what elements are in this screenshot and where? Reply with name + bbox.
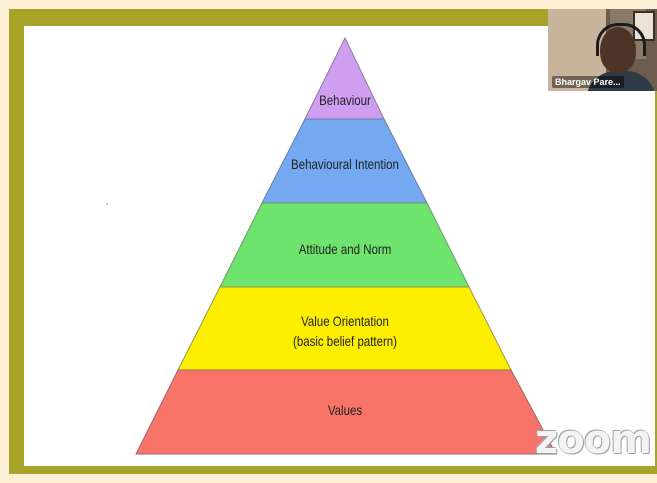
level-label-value-orientation: Value Orientation bbox=[301, 313, 389, 329]
headset-icon bbox=[596, 23, 646, 56]
pyramid-level-values bbox=[135, 369, 557, 455]
participant-body bbox=[586, 71, 656, 91]
zoom-watermark-logo: zoom bbox=[535, 417, 652, 463]
level-label-values: Values bbox=[327, 402, 363, 418]
participant-name-label: Bhargav Pare... bbox=[552, 76, 624, 88]
level-label-behaviour: Behaviour bbox=[319, 92, 371, 108]
slide-speck bbox=[106, 203, 108, 205]
level-label-value-orientation-sub: (basic belief pattern) bbox=[292, 333, 398, 349]
level-label-behavioural-intention: Behavioural Intention bbox=[291, 156, 399, 172]
participant-video-thumbnail[interactable]: Bhargav Pare... bbox=[548, 9, 657, 91]
level-label-attitude-and-norm: Attitude and Norm bbox=[298, 241, 392, 257]
